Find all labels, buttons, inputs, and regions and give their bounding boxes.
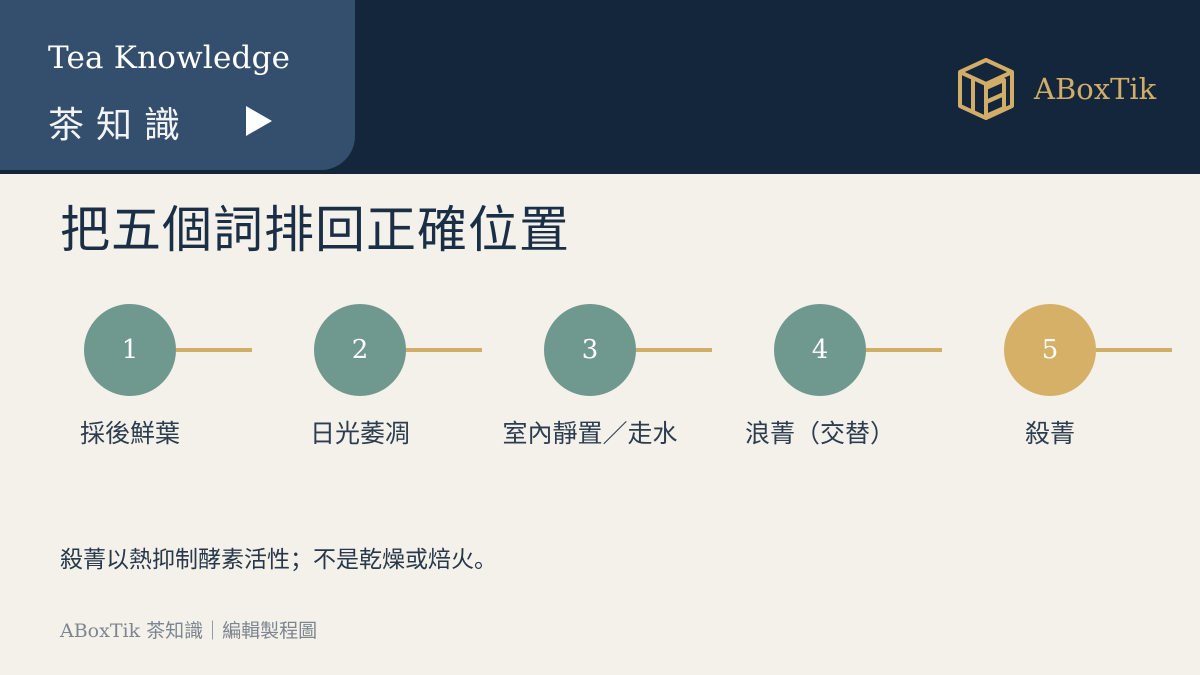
step-label: 日光萎凋 (309, 419, 410, 448)
title-english: Tea Knowledge (48, 40, 291, 76)
title-chinese: 茶知識 (48, 105, 193, 146)
footer-credit: ABoxTik 茶知識｜編輯製程圖 (60, 620, 318, 642)
step-label: 採後鮮葉 (79, 419, 180, 448)
step-1[interactable]: 1 採後鮮葉 (40, 304, 280, 464)
step-connector-line (1096, 348, 1172, 352)
step-connector-line (866, 348, 942, 352)
step-2[interactable]: 2 日光萎凋 (270, 304, 510, 464)
brand-logo: ABoxTik (958, 58, 1158, 124)
step-label: 殺菁 (1024, 419, 1075, 448)
header-title-card: Tea Knowledge 茶知識 (0, 0, 355, 170)
step-connector-line (176, 348, 252, 352)
step-connector-line (636, 348, 712, 352)
step-label: 室內靜置／走水 (502, 419, 678, 448)
step-3[interactable]: 3 室內靜置／走水 (500, 304, 740, 464)
step-number-badge-active: 5 (1004, 304, 1096, 396)
step-number-badge: 3 (544, 304, 636, 396)
play-icon[interactable] (246, 106, 272, 136)
step-connector-line (406, 348, 482, 352)
box-cube-logo-icon (958, 58, 1014, 120)
step-number-badge: 4 (774, 304, 866, 396)
header-bar: Tea Knowledge 茶知識 ABoxTik (0, 0, 1200, 174)
step-number-badge: 1 (84, 304, 176, 396)
step-4[interactable]: 4 浪菁（交替） (730, 304, 970, 464)
page-heading: 把五個詞排回正確位置 (60, 201, 570, 259)
explanation-note: 殺菁以熱抑制酵素活性；不是乾燥或焙火。 (60, 547, 497, 573)
brand-name: ABoxTik (1034, 72, 1157, 106)
step-label: 浪菁（交替） (744, 419, 895, 448)
step-number-badge: 2 (314, 304, 406, 396)
step-5[interactable]: 5 殺菁 (960, 304, 1200, 464)
